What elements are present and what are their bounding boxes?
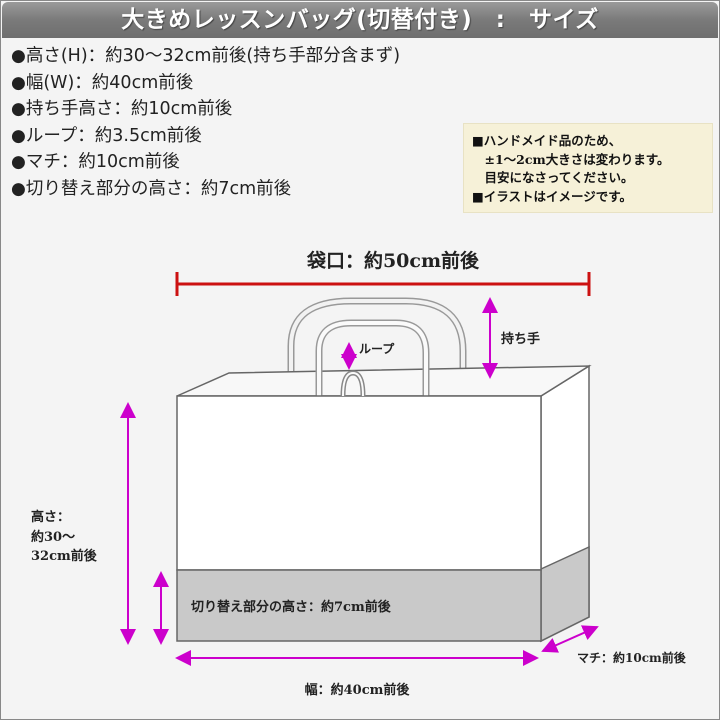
bullet-icon: ●	[11, 46, 26, 66]
spec-list: ●高さ(H)：約30～32cm前後(持ち手部分含まず) ●幅(W)：約40cm前…	[11, 43, 400, 202]
spec-text: 高さ(H)：約30～32cm前後(持ち手部分含まず)	[25, 46, 401, 66]
bullet-icon: ●	[11, 72, 26, 93]
spec-item: ●幅(W)：約40cm前後	[11, 70, 400, 97]
opening-label: 袋口：約50cm前後	[306, 249, 480, 272]
spec-text: 幅(W)：約40cm前後	[25, 72, 194, 93]
gusset-label: マチ：約10cm前後	[577, 650, 687, 665]
note-line: ■ハンドメイド品のため、	[472, 133, 622, 148]
spec-text: マチ：約10cm前後	[25, 152, 180, 172]
height-label-line1: 高さ：	[31, 509, 70, 525]
bag-front-switch	[176, 569, 542, 642]
bullet-icon: ●	[11, 152, 26, 172]
title-bar: 大きめレッスンバッグ(切替付き) : サイズ	[2, 2, 718, 38]
spec-item: ●高さ(H)：約30～32cm前後(持ち手部分含まず)	[11, 43, 400, 70]
note-line: 目安になさってください。	[472, 170, 634, 185]
spec-item: ●切り替え部分の高さ：約7cm前後	[11, 176, 400, 203]
bullet-icon: ●	[11, 125, 26, 146]
back-handle-inner	[289, 299, 465, 393]
spec-text: 持ち手高さ：約10cm前後	[25, 99, 233, 119]
spec-item: ●持ち手高さ：約10cm前後	[11, 96, 400, 123]
bag-front-upper	[176, 395, 542, 571]
loop-inner	[342, 371, 364, 397]
bag-opening	[176, 365, 592, 397]
spec-text: 切り替え部分の高さ：約7cm前後	[25, 178, 292, 199]
spec-item: ●ループ：約3.5cm前後	[11, 123, 400, 150]
height-label-line3: 32cm前後	[31, 548, 98, 564]
loop-label: ループ	[359, 341, 395, 356]
handle-label: 持ち手	[501, 331, 540, 347]
spec-text: ループ：約3.5cm前後	[25, 125, 202, 146]
width-label: 幅：約40cm前後	[305, 682, 411, 698]
page-title: 大きめレッスンバッグ(切替付き) : サイズ	[121, 7, 599, 33]
switch-label: 切り替え部分の高さ：約7cm前後	[191, 599, 392, 615]
handmade-note: ■ハンドメイド品のため、 ±1～2cm大きさは変わります。 目安になさってくださ…	[463, 123, 713, 213]
bullet-icon: ●	[11, 178, 26, 199]
gusset-arrow	[541, 625, 599, 653]
note-line: ±1～2cm大きさは変わります。	[472, 151, 670, 167]
bullet-icon: ●	[11, 99, 26, 119]
note-line: ■イラストはイメージです。	[472, 188, 633, 204]
spec-item: ●マチ：約10cm前後	[11, 149, 400, 176]
front-handle-inner	[317, 321, 428, 398]
height-label-line2: 約30～	[31, 529, 75, 545]
